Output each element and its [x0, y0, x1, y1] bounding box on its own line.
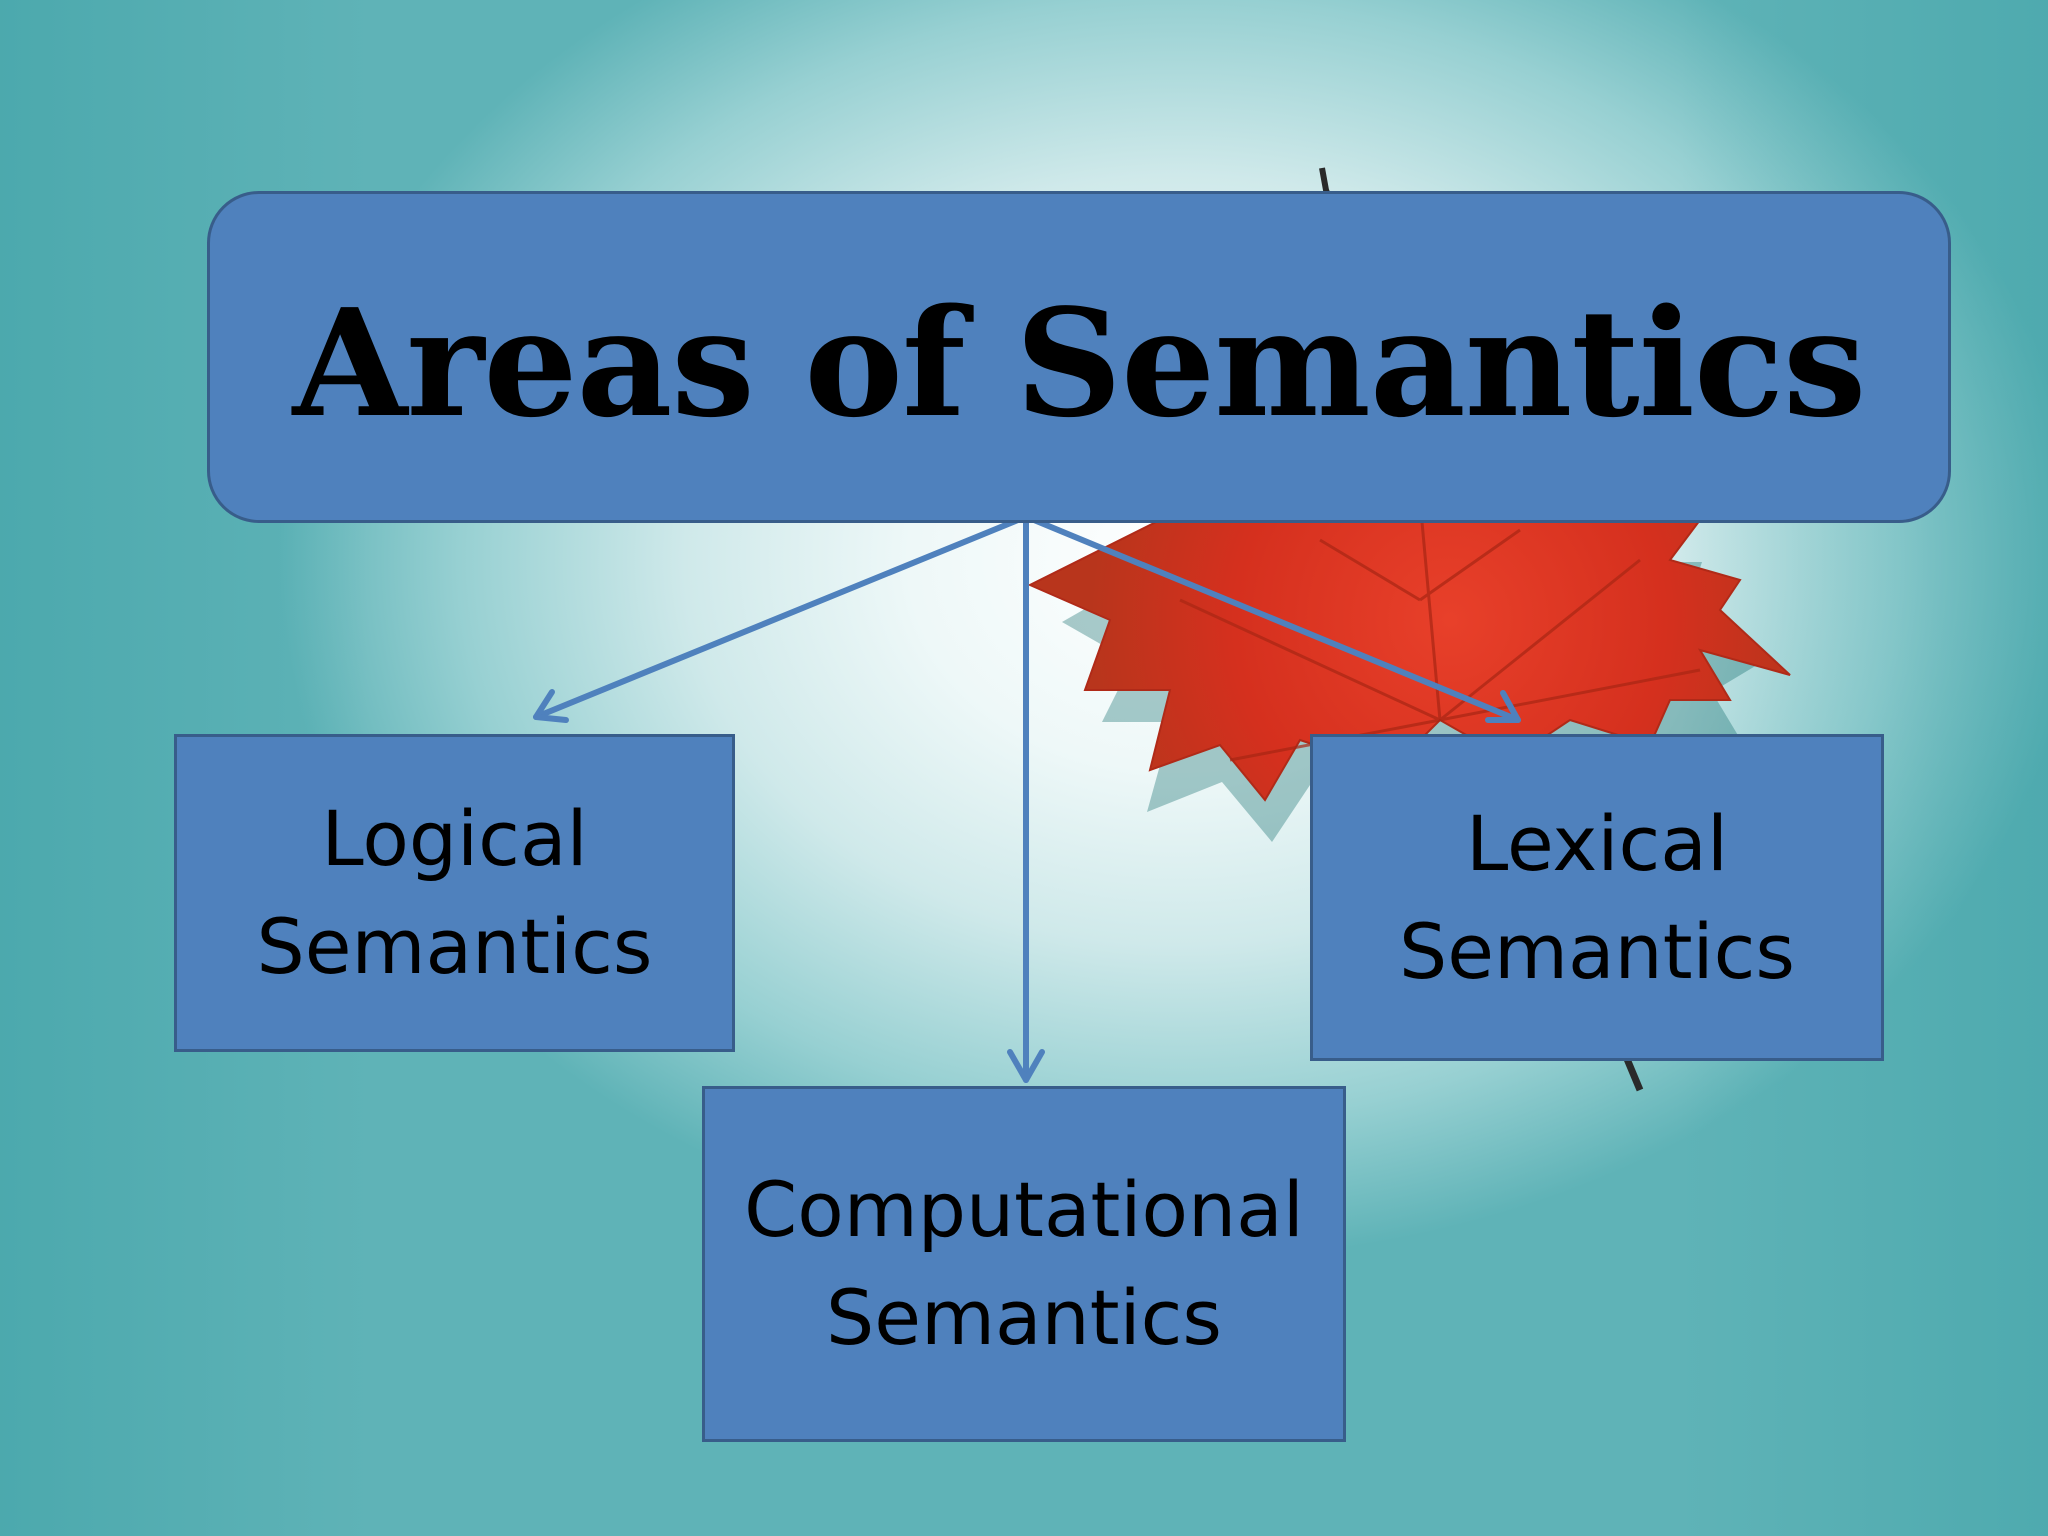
lexical-semantics-box: Lexical Semantics: [1310, 734, 1884, 1061]
computational-semantics-box: Computational Semantics: [702, 1086, 1346, 1442]
computational-semantics-label: Computational Semantics: [744, 1165, 1304, 1362]
arrow-to-logical: [533, 517, 1021, 723]
logical-semantics-label: Logical Semantics: [256, 794, 653, 991]
arrow-to-computational: [1007, 517, 1045, 1083]
title-box: Areas of Semantics: [207, 191, 1951, 523]
logical-semantics-box: Logical Semantics: [174, 734, 735, 1052]
slide-title: Areas of Semantics: [292, 276, 1867, 450]
lexical-semantics-label: Lexical Semantics: [1398, 798, 1796, 996]
arrow-to-lexical: [1031, 517, 1521, 723]
